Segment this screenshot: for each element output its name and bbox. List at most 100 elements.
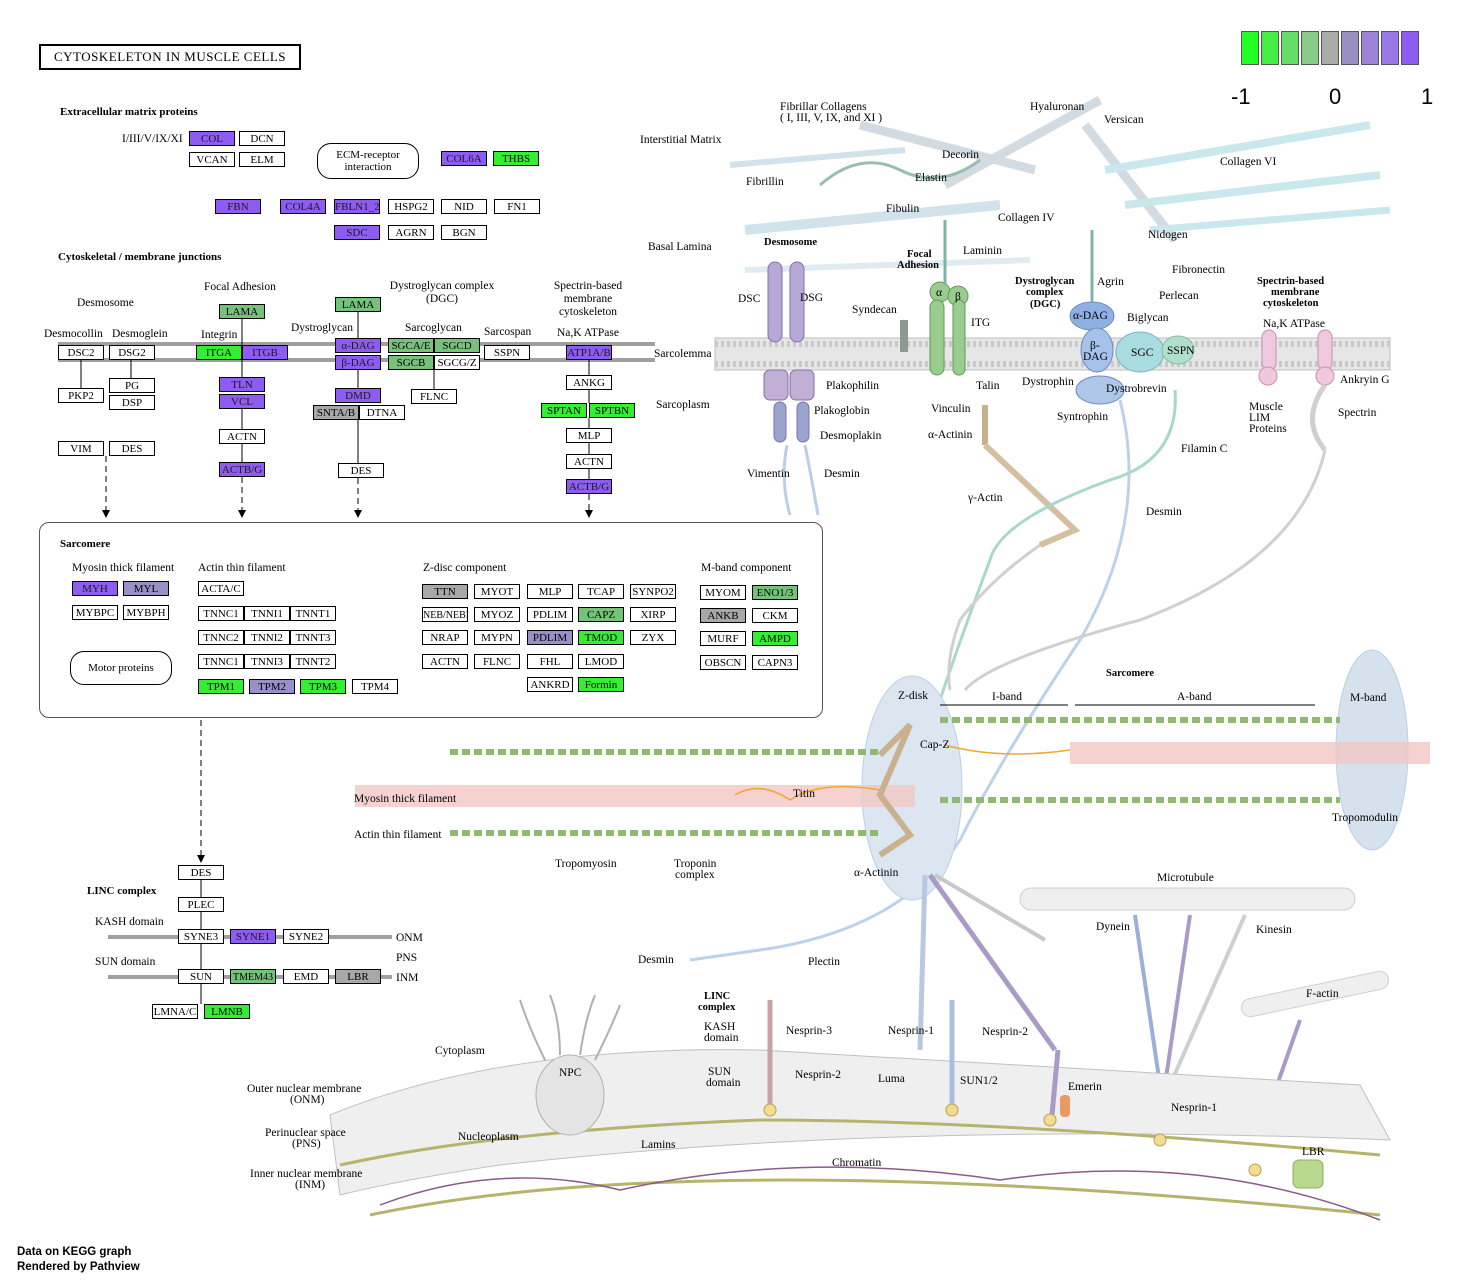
gene-TPM1[interactable]: TPM1 bbox=[198, 679, 244, 694]
gene-TMOD[interactable]: TMOD bbox=[578, 630, 624, 645]
gene-TNNT3[interactable]: TNNT3 bbox=[290, 630, 336, 645]
gene-beta-DAG[interactable]: β-DAG bbox=[335, 355, 381, 370]
gene-MYBPC[interactable]: MYBPC bbox=[72, 605, 118, 620]
gene-EMD[interactable]: EMD bbox=[283, 969, 329, 984]
gene-DSP[interactable]: DSP bbox=[109, 395, 155, 410]
gene-Formin[interactable]: Formin bbox=[578, 677, 624, 692]
gene-FN1[interactable]: FN1 bbox=[494, 199, 540, 214]
gene-PDLIM[interactable]: PDLIM bbox=[527, 607, 573, 622]
gene-SYNE3[interactable]: SYNE3 bbox=[178, 929, 224, 944]
gene-COL6A[interactable]: COL6A bbox=[441, 151, 487, 166]
gene-ANKRD[interactable]: ANKRD bbox=[527, 677, 573, 692]
gene-ACTB-G[interactable]: ACTB/G bbox=[566, 479, 612, 494]
gene-SSPN[interactable]: SSPN bbox=[484, 345, 530, 360]
gene-ACTN[interactable]: ACTN bbox=[566, 454, 612, 469]
gene-TPM3[interactable]: TPM3 bbox=[300, 679, 346, 694]
gene-LMNB[interactable]: LMNB bbox=[204, 1004, 250, 1019]
gene-SPTBN[interactable]: SPTBN bbox=[589, 403, 635, 418]
gene-ACTN[interactable]: ACTN bbox=[219, 429, 265, 444]
gene-CAPN3[interactable]: CAPN3 bbox=[752, 655, 798, 670]
gene-SGCB[interactable]: SGCB bbox=[388, 355, 434, 370]
gene-SYNE1[interactable]: SYNE1 bbox=[230, 929, 276, 944]
gene-SYNPO2[interactable]: SYNPO2 bbox=[630, 584, 676, 599]
gene-SDC[interactable]: SDC bbox=[334, 225, 380, 240]
gene-CAPZ[interactable]: CAPZ bbox=[578, 607, 624, 622]
gene-VCL[interactable]: VCL bbox=[219, 394, 265, 409]
gene-LBR[interactable]: LBR bbox=[335, 969, 381, 984]
gene-FHL[interactable]: FHL bbox=[527, 654, 573, 669]
gene-SPTAN[interactable]: SPTAN bbox=[541, 403, 587, 418]
gene-PG[interactable]: PG bbox=[109, 378, 155, 393]
gene-SGCD[interactable]: SGCD bbox=[434, 338, 480, 353]
gene-TLN[interactable]: TLN bbox=[219, 377, 265, 392]
gene-ENO1-3[interactable]: ENO1/3 bbox=[752, 585, 798, 600]
gene-MYL[interactable]: MYL bbox=[123, 581, 169, 596]
gene-MYOZ[interactable]: MYOZ bbox=[474, 607, 520, 622]
gene-NEB-NEBL[interactable]: NEB/NEBL bbox=[422, 607, 468, 622]
gene-TNNI3[interactable]: TNNI3 bbox=[244, 654, 290, 669]
gene-DES[interactable]: DES bbox=[338, 463, 384, 478]
gene-ANKG[interactable]: ANKG bbox=[566, 375, 612, 390]
gene-PLEC[interactable]: PLEC bbox=[178, 897, 224, 912]
gene-NID[interactable]: NID bbox=[441, 199, 487, 214]
gene-OBSCN[interactable]: OBSCN bbox=[700, 655, 746, 670]
gene-DES[interactable]: DES bbox=[109, 441, 155, 456]
gene-MYBPH[interactable]: MYBPH bbox=[123, 605, 169, 620]
gene-TTN[interactable]: TTN bbox=[422, 584, 468, 599]
gene-TPM2[interactable]: TPM2 bbox=[249, 679, 295, 694]
gene-FBLN1_2[interactable]: FBLN1_2 bbox=[334, 199, 380, 214]
gene-THBS[interactable]: THBS bbox=[493, 151, 539, 166]
gene-ATP1A-B[interactable]: ATP1A/B bbox=[566, 345, 612, 360]
gene-ELM[interactable]: ELM bbox=[239, 152, 285, 167]
gene-SUN[interactable]: SUN bbox=[178, 969, 224, 984]
gene-DTNA[interactable]: DTNA bbox=[359, 405, 405, 420]
gene-ACTB-G[interactable]: ACTB/G bbox=[219, 462, 265, 477]
gene-ITGA[interactable]: ITGA bbox=[196, 345, 242, 360]
gene-ACTA-C[interactable]: ACTA/C bbox=[198, 581, 244, 596]
gene-MLP[interactable]: MLP bbox=[566, 428, 612, 443]
motor-proteins-link[interactable]: Motor proteins bbox=[70, 651, 172, 685]
gene-SGCG-Z[interactable]: SGCG/Z bbox=[434, 355, 480, 370]
gene-TNNI1[interactable]: TNNI1 bbox=[244, 606, 290, 621]
gene-TNNC1[interactable]: TNNC1 bbox=[198, 654, 244, 669]
gene-TMEM43[interactable]: TMEM43 bbox=[230, 969, 276, 984]
gene-DES[interactable]: DES bbox=[178, 865, 224, 880]
gene-TNNI2[interactable]: TNNI2 bbox=[244, 630, 290, 645]
gene-MYOT[interactable]: MYOT bbox=[474, 584, 520, 599]
gene-TNNT2[interactable]: TNNT2 bbox=[290, 654, 336, 669]
gene-MYH[interactable]: MYH bbox=[72, 581, 118, 596]
gene-AMPD[interactable]: AMPD bbox=[752, 631, 798, 646]
gene-TCAP[interactable]: TCAP bbox=[578, 584, 624, 599]
gene-SYNE2[interactable]: SYNE2 bbox=[283, 929, 329, 944]
gene-TNNC1[interactable]: TNNC1 bbox=[198, 606, 244, 621]
gene-MLP[interactable]: MLP bbox=[527, 584, 573, 599]
gene-TNNT1[interactable]: TNNT1 bbox=[290, 606, 336, 621]
gene-DCN[interactable]: DCN bbox=[239, 131, 285, 146]
gene-ACTN[interactable]: ACTN bbox=[422, 654, 468, 669]
gene-MYOM[interactable]: MYOM bbox=[700, 585, 746, 600]
gene-MURF[interactable]: MURF bbox=[700, 631, 746, 646]
gene-VCAN[interactable]: VCAN bbox=[189, 152, 235, 167]
gene-FLNC[interactable]: FLNC bbox=[474, 654, 520, 669]
gene-COL4A[interactable]: COL4A bbox=[280, 199, 326, 214]
gene-DMD[interactable]: DMD bbox=[335, 388, 381, 403]
gene-DSG2[interactable]: DSG2 bbox=[109, 345, 155, 360]
gene-AGRN[interactable]: AGRN bbox=[388, 225, 434, 240]
gene-BGN[interactable]: BGN bbox=[441, 225, 487, 240]
gene-LAMA[interactable]: LAMA bbox=[335, 297, 381, 312]
gene-ANKB[interactable]: ANKB bbox=[700, 608, 746, 623]
gene-FBN[interactable]: FBN bbox=[215, 199, 261, 214]
gene-TPM4[interactable]: TPM4 bbox=[352, 679, 398, 694]
gene-DSC2[interactable]: DSC2 bbox=[58, 345, 104, 360]
gene-PDLIM[interactable]: PDLIM bbox=[527, 630, 573, 645]
gene-COL[interactable]: COL bbox=[189, 131, 235, 146]
gene-LMOD[interactable]: LMOD bbox=[578, 654, 624, 669]
gene-PKP2[interactable]: PKP2 bbox=[58, 388, 104, 403]
gene-NRAP[interactable]: NRAP bbox=[422, 630, 468, 645]
ecm-receptor-link[interactable]: ECM-receptor interaction bbox=[317, 143, 419, 179]
gene-TNNC2[interactable]: TNNC2 bbox=[198, 630, 244, 645]
gene-VIM[interactable]: VIM bbox=[58, 441, 104, 456]
gene-CKM[interactable]: CKM bbox=[752, 608, 798, 623]
gene-FLNC[interactable]: FLNC bbox=[411, 389, 457, 404]
gene-ITGB[interactable]: ITGB bbox=[242, 345, 288, 360]
